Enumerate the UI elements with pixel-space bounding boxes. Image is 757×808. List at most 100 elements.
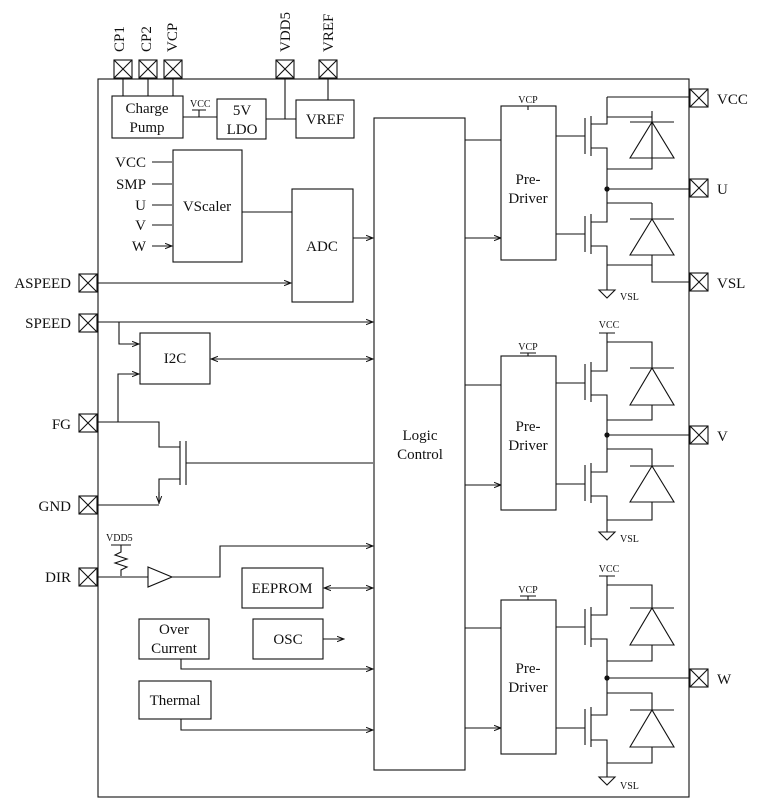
dir-pullup [111,544,131,576]
vscaler-label: VScaler [183,199,231,215]
svg-text:VDD5: VDD5 [278,12,294,52]
svg-text:W: W [717,672,732,688]
pre-driver-v [500,355,557,511]
svg-text:VSL: VSL [717,276,745,292]
diode-v-low [607,448,675,521]
svg-text:FG: FG [52,417,71,433]
svg-text:Pre-: Pre- [516,172,541,188]
svg-text:VCP: VCP [518,95,538,106]
pin-cp2: CP2 [138,26,158,79]
svg-text:GND: GND [39,499,72,515]
osc-block [252,618,324,660]
phase-w-driver: Pre- Driver VCP VCC VSL [465,564,690,792]
svg-text:VCP: VCP [518,585,538,596]
pin-v: V [689,425,728,445]
svg-text:V: V [717,429,728,445]
i2c-label: I2C [164,351,187,367]
diode-u-high [607,111,675,170]
pin-vdd5: VDD5 [275,12,295,79]
svg-text:SMP: SMP [116,177,146,193]
pre-driver-u [500,105,557,261]
pin-w: W [689,668,732,688]
svg-text:VSL: VSL [620,292,639,303]
dir-buffer [147,566,174,588]
svg-text:U: U [135,198,146,214]
svg-text:VCC: VCC [717,92,748,108]
mosfet-v-low [584,435,608,532]
pin-speed: SPEED [25,313,98,333]
thermal-block [138,680,212,720]
svg-text:VCC: VCC [599,564,620,575]
adc-block [291,188,354,303]
svg-text:V: V [135,218,146,234]
svg-text:VCP: VCP [165,23,181,52]
logic-control-label: Logic [403,428,438,444]
mosfet-u-high [584,97,608,189]
vref-label: VREF [306,112,344,128]
pin-vref: VREF [318,14,338,79]
pin-fg: FG [52,413,98,433]
mosfet-v-high [584,342,608,435]
svg-text:Pre-: Pre- [516,419,541,435]
pin-gnd: GND [39,495,98,515]
logic-control-label-2: Control [397,447,443,463]
diode-u-low [607,202,675,266]
phase-u-driver: Pre- Driver VCP VSL [465,95,690,303]
logic-control-block [373,117,466,771]
svg-text:W: W [132,239,147,255]
ldo-label-2: LDO [227,122,258,138]
svg-text:CP1: CP1 [112,26,128,52]
ldo-block [216,98,267,140]
over-current-block [138,618,210,660]
svg-text:Driver: Driver [508,191,547,207]
pin-cp1: CP1 [112,26,133,79]
charge-pump-label: Charge [125,101,168,117]
pre-driver-w [500,599,557,755]
diode-w-low [607,692,675,764]
eeprom-label: EEPROM [252,581,313,597]
svg-text:VCC: VCC [115,155,146,171]
osc-label: OSC [273,632,302,648]
diode-v-high [607,341,675,421]
pin-aspeed: ASPEED [14,273,98,293]
pin-vcp: VCP [163,23,183,79]
adc-label: ADC [306,239,338,255]
svg-text:VSL: VSL [620,781,639,792]
chip-outline [97,78,690,798]
vscaler-inputs: VCC SMP U V W [115,155,172,255]
svg-text:ASPEED: ASPEED [14,276,71,292]
pin-vcc: VCC [689,88,748,108]
eeprom-block [241,567,324,609]
svg-text:Driver: Driver [508,680,547,696]
phase-v-driver: Pre- Driver VCP VCC VSL [465,320,690,545]
ldo-label: 5V [233,103,252,119]
svg-text:VCC: VCC [599,320,620,331]
over-current-label-2: Current [151,641,198,657]
vref-block [295,99,355,139]
diode-w-high [607,584,675,662]
svg-text:VSL: VSL [620,534,639,545]
svg-text:VREF: VREF [321,14,337,52]
mosfet-u-low [584,189,608,290]
pin-dir: DIR [45,567,98,587]
mosfet-w-high [584,585,608,678]
svg-text:DIR: DIR [45,570,71,586]
pin-u: U [689,178,728,198]
pin-vsl: VSL [689,272,745,292]
label-vdd5: VDD5 [106,533,133,544]
label-vcc-cp: VCC [190,99,211,110]
thermal-label: Thermal [150,693,201,709]
svg-text:CP2: CP2 [139,26,155,52]
charge-pump-label-2: Pump [129,120,164,136]
svg-text:VCP: VCP [518,342,538,353]
svg-text:Pre-: Pre- [516,661,541,677]
i2c-block [139,332,211,385]
wire-top-pins [122,78,329,120]
svg-text:SPEED: SPEED [25,316,71,332]
svg-text:Driver: Driver [508,438,547,454]
svg-text:U: U [717,182,728,198]
mosfet-w-low [584,678,608,777]
over-current-label: Over [159,622,189,638]
